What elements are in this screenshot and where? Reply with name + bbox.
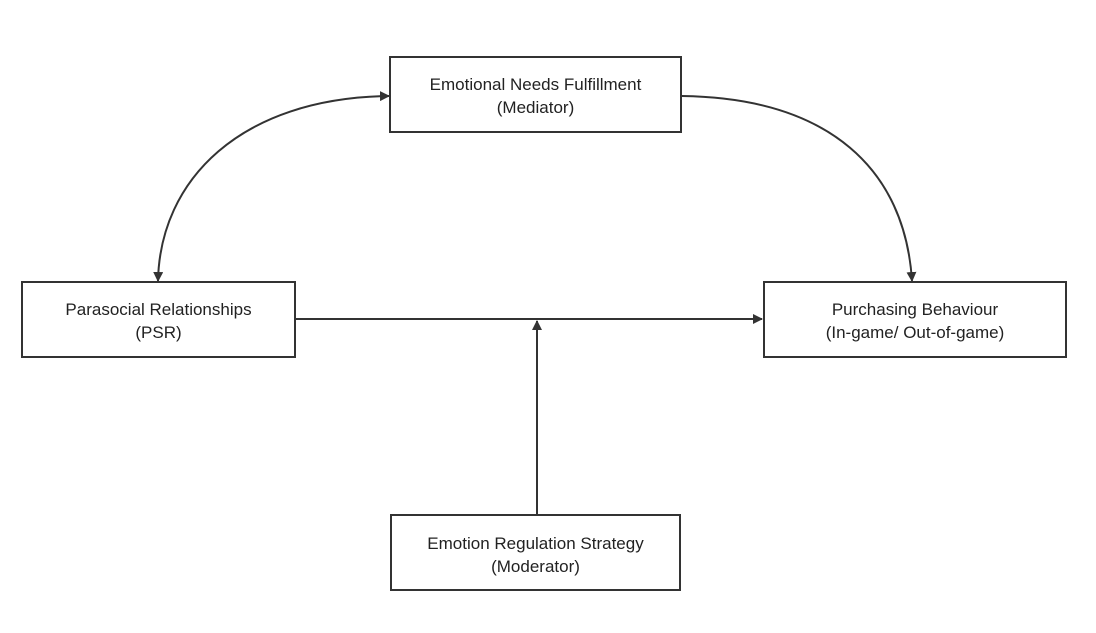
node-psr: Parasocial Relationships (PSR) (21, 281, 296, 358)
node-psr-abbr: (PSR) (135, 323, 181, 342)
node-psr-title: Parasocial Relationships (65, 300, 251, 319)
node-mediator: Emotional Needs Fulfillment (Mediator) (389, 56, 682, 133)
node-moderator: Emotion Regulation Strategy (Moderator) (390, 514, 681, 591)
node-moderator-role: (Moderator) (491, 557, 580, 576)
node-moderator-box (390, 514, 681, 591)
node-purchasing-box (763, 281, 1067, 358)
node-moderator-title: Emotion Regulation Strategy (427, 534, 644, 553)
edge-mediator-purchasing (681, 95, 917, 282)
edge-psr-mediator (153, 91, 390, 282)
node-mediator-box (389, 56, 682, 133)
node-purchasing: Purchasing Behaviour (In-game/ Out-of-ga… (763, 281, 1067, 358)
node-purchasing-scope: (In-game/ Out-of-game) (826, 323, 1005, 342)
node-psr-box (21, 281, 296, 358)
node-mediator-title: Emotional Needs Fulfillment (430, 75, 642, 94)
node-purchasing-title: Purchasing Behaviour (832, 300, 999, 319)
node-mediator-role: (Mediator) (497, 98, 574, 117)
